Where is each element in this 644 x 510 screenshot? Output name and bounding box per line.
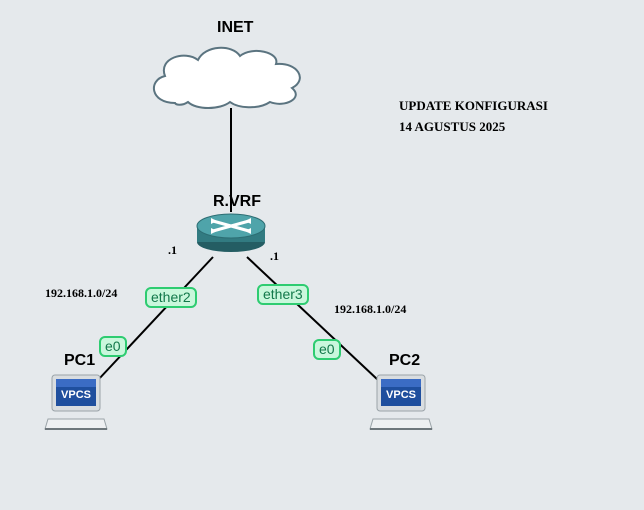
pc2-computer-icon[interactable]: VPCS	[369, 374, 433, 430]
cloud-icon[interactable]	[152, 46, 301, 109]
port-label-pc2-e0[interactable]: e0	[313, 339, 341, 360]
inet-label: INET	[217, 19, 254, 36]
link-router-pc2[interactable]	[246, 256, 379, 381]
pc2-label: PC2	[389, 352, 421, 369]
subnet-label-pc2: 192.168.1.0/24	[334, 302, 407, 316]
port-label-ether2[interactable]: ether2	[145, 287, 197, 308]
pc1-computer-icon[interactable]: VPCS	[44, 374, 108, 430]
router-ether3-ip: .1	[270, 249, 279, 263]
annotation-line-1: UPDATE KONFIGURASI	[399, 98, 548, 113]
port-label-ether3[interactable]: ether3	[257, 284, 309, 305]
annotation-line-2: 14 AGUSTUS 2025	[399, 119, 506, 134]
pc2-screen-text: VPCS	[386, 389, 416, 401]
router-icon[interactable]	[196, 213, 266, 252]
annotation-text: UPDATE KONFIGURASI 14 AGUSTUS 2025	[399, 95, 548, 137]
subnet-label-pc1: 192.168.1.0/24	[45, 286, 118, 300]
port-label-pc1-e0[interactable]: e0	[99, 336, 127, 357]
pc1-label: PC1	[64, 352, 96, 369]
router-label: R.VRF	[213, 193, 261, 210]
link-router-pc1[interactable]	[97, 256, 214, 381]
pc1-screen-text: VPCS	[61, 389, 91, 401]
router-ether2-ip: .1	[168, 243, 177, 257]
